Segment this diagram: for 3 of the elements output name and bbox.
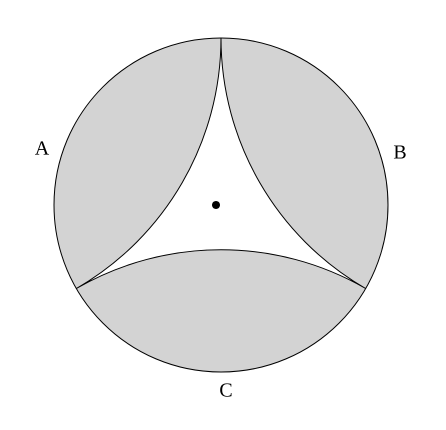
region-label: A — [35, 141, 50, 155]
region-label: B — [394, 145, 406, 159]
region-label: C — [220, 383, 232, 397]
